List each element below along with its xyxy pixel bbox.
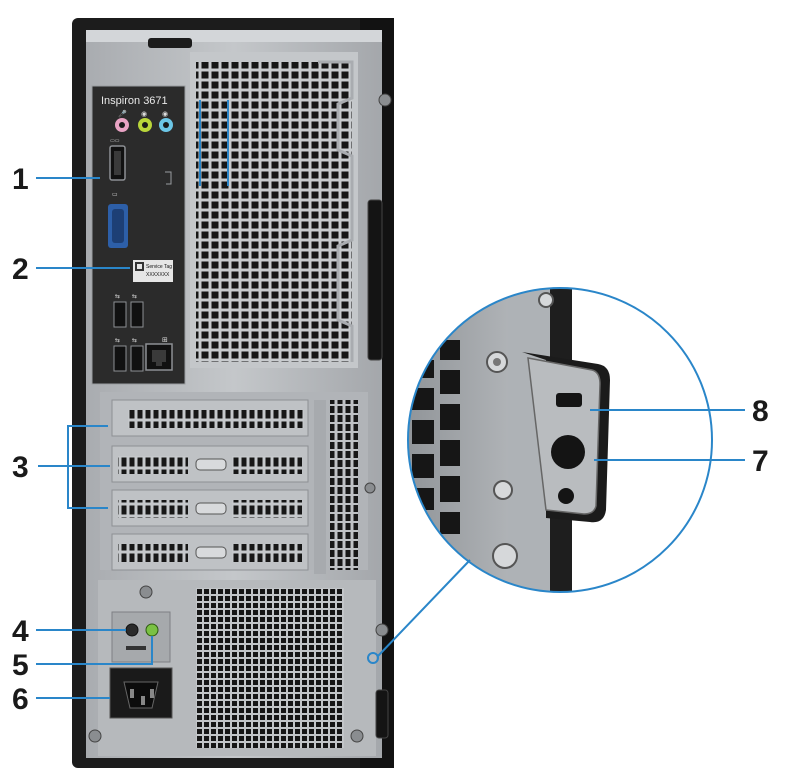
callout-7: 7 [752, 445, 769, 478]
service-tag-title: Service Tag [146, 264, 172, 270]
usb-ports: ⇆ ⇆ ⇆ ⇆ [113, 293, 144, 372]
screw [492, 543, 518, 569]
screw [538, 292, 554, 308]
audio-ports: 🎤 ◉ ◉ [115, 109, 173, 132]
hdmi-port[interactable] [109, 145, 126, 181]
callout-6: 6 [12, 683, 29, 716]
ethernet-port[interactable] [145, 343, 173, 371]
screw [375, 623, 389, 637]
hdmi-icon: ▭▭ [110, 138, 120, 144]
zoom-detail [377, 287, 713, 657]
callout-8: 8 [752, 395, 769, 428]
vga-icon: ▭ [112, 191, 118, 198]
callout-numbers: 1 2 3 4 5 6 7 8 [12, 163, 769, 716]
psu-diagnostic-button[interactable] [125, 623, 139, 637]
padlock-hole[interactable] [551, 435, 585, 469]
callout-4: 4 [12, 615, 29, 648]
vga-port[interactable] [108, 204, 128, 248]
usb-icon: ⇆ [115, 293, 120, 300]
model-label: Inspiron 3671 [101, 95, 168, 107]
usb-port[interactable] [113, 345, 127, 372]
callout-5: 5 [12, 649, 29, 682]
usb-icon: ⇆ [132, 293, 137, 300]
callout-leaders [36, 177, 745, 699]
psu-diagnostic-light [145, 623, 159, 637]
callout-3: 3 [12, 451, 29, 484]
service-tag-label: Service Tag XXXXXXX [133, 260, 173, 282]
padlock-ring-marker[interactable] [367, 652, 379, 664]
microphone-icon: 🎤 [118, 109, 127, 118]
line-out-icon: ◉ [141, 110, 147, 118]
power-supply [88, 580, 389, 756]
usb-port[interactable] [113, 301, 127, 328]
padlock-ring[interactable] [522, 352, 610, 523]
power-cable-port[interactable] [109, 667, 173, 719]
screw [350, 729, 364, 743]
usb-icon: ⇆ [132, 337, 137, 344]
callout-2: 2 [12, 253, 29, 286]
upper-vent [190, 52, 358, 368]
callout-1: 1 [12, 163, 29, 196]
expansion-slots [100, 392, 376, 574]
screw [493, 480, 513, 500]
usb-icon: ⇆ [115, 337, 120, 344]
usb-port[interactable] [130, 345, 144, 372]
security-cable-slot[interactable] [556, 393, 582, 407]
screw [139, 585, 153, 599]
screw [88, 729, 102, 743]
usb-port[interactable] [130, 301, 144, 328]
service-tag-code: XXXXXXX [146, 272, 170, 278]
screw [364, 482, 376, 494]
line-in-icon: ◉ [162, 110, 168, 118]
io-panel: Inspiron 3671 🎤 ◉ ◉ ▭▭ ▭ [91, 85, 186, 385]
thumbscrew [378, 93, 392, 107]
network-icon: ⊞ [162, 336, 168, 344]
